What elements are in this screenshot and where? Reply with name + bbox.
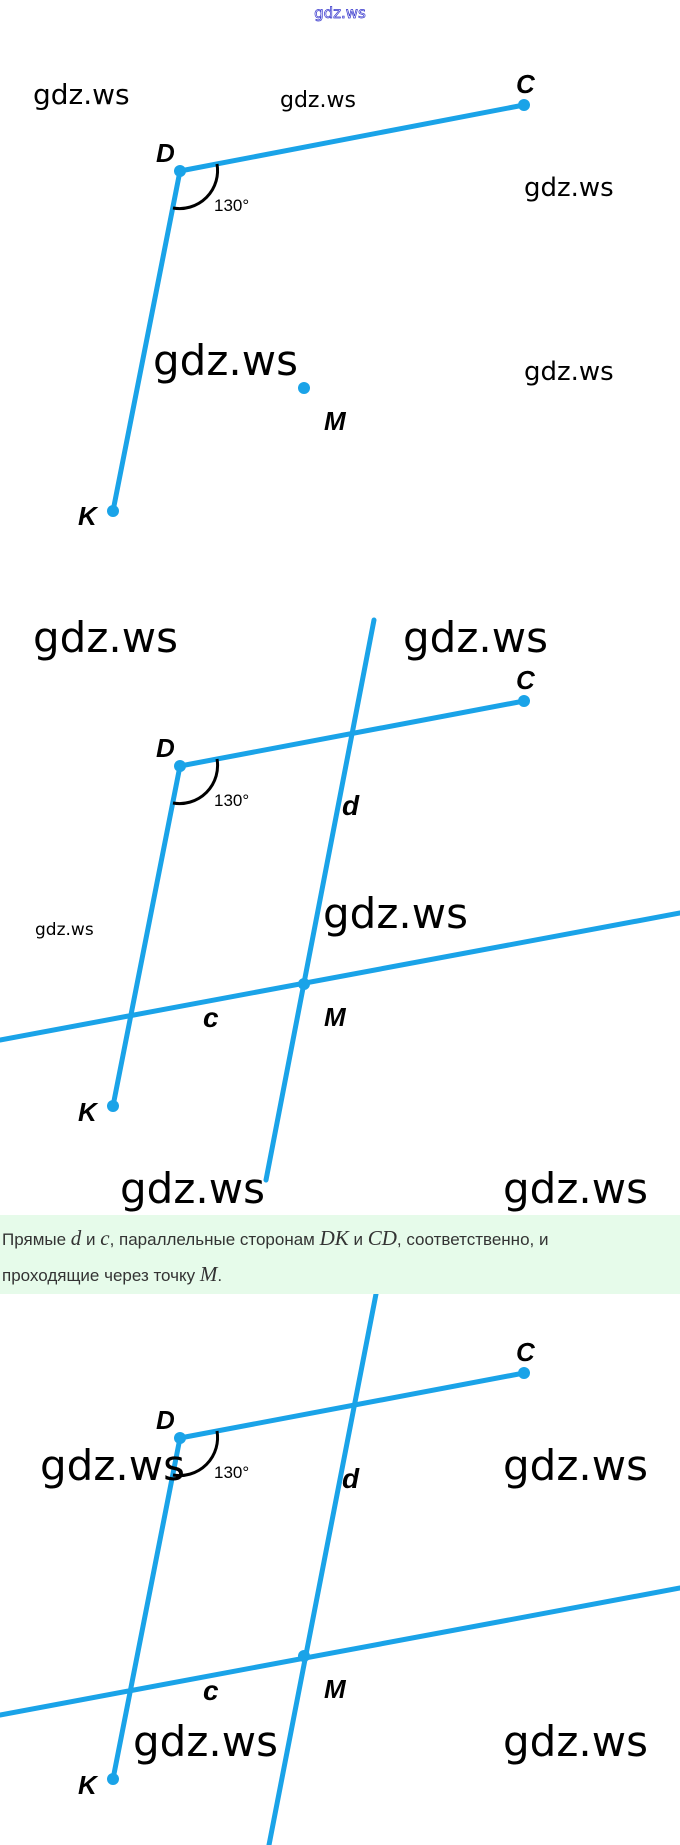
point-c: [518, 1367, 530, 1379]
angle-label: 130°: [214, 1463, 249, 1482]
figure-1: D C K M 130° gdz.ws gdz.ws gdz.ws gdz.ws…: [33, 69, 614, 531]
angle-label: 130°: [214, 196, 249, 215]
header-watermark: gdz.ws: [314, 4, 366, 22]
label-c: C: [516, 69, 536, 99]
label-line-c: c: [203, 1002, 219, 1033]
point-m: [298, 978, 310, 990]
label-line-c: c: [203, 1675, 219, 1706]
note-text: и: [81, 1230, 101, 1249]
watermark: gdz.ws: [403, 613, 548, 662]
angle-label: 130°: [214, 791, 249, 810]
watermark: gdz.ws: [40, 1441, 185, 1490]
note-text: проходящие через точку: [2, 1266, 200, 1285]
watermark: gdz.ws: [524, 173, 614, 203]
point-m: [298, 382, 310, 394]
label-m: M: [324, 1674, 347, 1704]
watermark: gdz.ws: [153, 336, 298, 385]
label-k: K: [78, 1770, 99, 1800]
label-d: D: [156, 733, 175, 763]
note-text: .: [217, 1266, 223, 1285]
watermark: gdz.ws: [35, 920, 94, 940]
line-c: [0, 910, 680, 1043]
math-c: c: [100, 1226, 110, 1250]
label-c: C: [516, 1337, 536, 1367]
math-cd: CD: [367, 1226, 397, 1250]
note-text: , соответственно, и: [396, 1230, 549, 1249]
label-line-d: d: [342, 790, 360, 821]
label-k: K: [78, 1097, 99, 1127]
figure-2: D C K M 130° d c gdz.ws gdz.ws gdz.ws gd…: [0, 613, 680, 1213]
point-c: [518, 695, 530, 707]
point-d: [174, 760, 186, 772]
watermark: gdz.ws: [503, 1441, 648, 1490]
watermark: gdz.ws: [120, 1164, 265, 1213]
point-k: [107, 505, 119, 517]
note-text: Прямые: [2, 1230, 71, 1249]
angle-arc: [172, 1430, 220, 1478]
label-line-d: d: [342, 1463, 360, 1494]
segment-dc: [177, 102, 527, 174]
watermark: gdz.ws: [323, 889, 468, 938]
figure-3: D C K M 130° d c gdz.ws gdz.ws gdz.ws gd…: [0, 1291, 680, 1845]
note-line-2: проходящие через точку M.: [2, 1257, 680, 1293]
point-k: [107, 1100, 119, 1112]
watermark: gdz.ws: [503, 1717, 648, 1766]
watermark: gdz.ws: [503, 1164, 648, 1213]
label-m: M: [324, 1002, 347, 1032]
watermark: gdz.ws: [33, 613, 178, 662]
segment-dk: [110, 168, 183, 514]
label-d: D: [156, 138, 175, 168]
line-d: [263, 617, 377, 1183]
watermark: gdz.ws: [524, 357, 614, 387]
angle-arc: [172, 758, 220, 806]
watermark: gdz.ws: [33, 78, 130, 111]
segment-dk: [110, 763, 183, 1109]
math-m: M: [199, 1262, 218, 1286]
point-c: [518, 99, 530, 111]
note-text: и: [348, 1230, 368, 1249]
watermark: gdz.ws: [133, 1717, 278, 1766]
label-c: C: [516, 665, 536, 695]
line-d: [266, 1291, 379, 1845]
label-k: K: [78, 501, 99, 531]
segment-dk: [110, 1435, 183, 1782]
note-line-1: Прямые d и c, параллельные сторонам DK и…: [2, 1221, 680, 1257]
line-c: [0, 1585, 680, 1718]
math-d: d: [70, 1226, 82, 1250]
note-text: , параллельные сторонам: [109, 1230, 320, 1249]
point-m: [298, 1650, 310, 1662]
point-k: [107, 1773, 119, 1785]
point-d: [174, 1432, 186, 1444]
angle-arc: [172, 163, 220, 211]
math-dk: DK: [319, 1226, 349, 1250]
explanation-note: Прямые d и c, параллельные сторонам DK и…: [0, 1215, 680, 1294]
label-d: D: [156, 1405, 175, 1435]
point-d: [174, 165, 186, 177]
label-m: M: [324, 406, 347, 436]
watermark: gdz.ws: [280, 88, 356, 113]
